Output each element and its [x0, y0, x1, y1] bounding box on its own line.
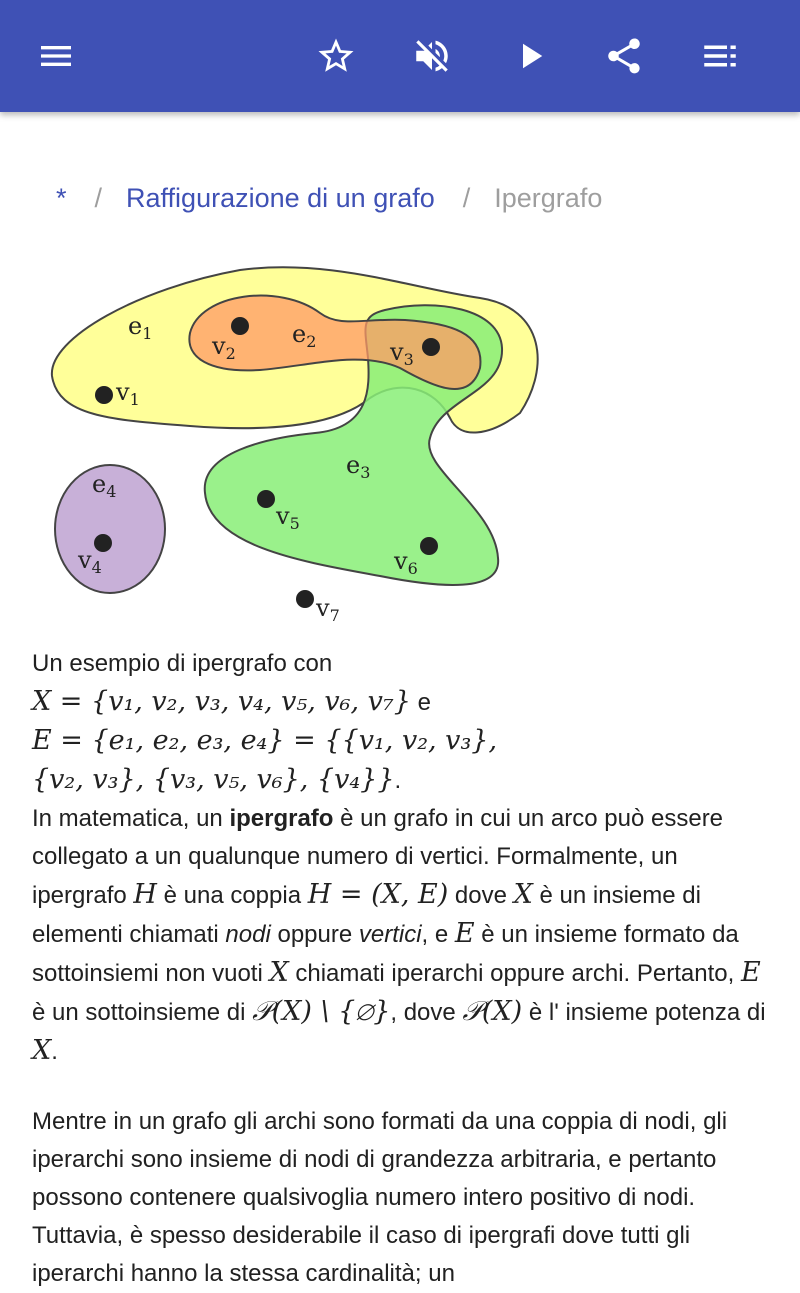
- edge-label-e2: e2: [292, 320, 316, 351]
- text-run: In matematica, un: [32, 805, 230, 832]
- caption-and: e: [417, 689, 431, 716]
- caption-x-set: X = {v₁, v₂, v₃, v₄, v₅, v₆, v₇}: [32, 686, 411, 717]
- text-run: , dove: [390, 999, 463, 1026]
- playlist-button[interactable]: [688, 24, 752, 88]
- share-button[interactable]: [592, 24, 656, 88]
- math-pair: H = (X, E): [307, 879, 449, 910]
- vertex-label-v3: v3: [389, 338, 414, 369]
- vertex-label-v1: v1: [115, 378, 140, 409]
- vertex-label-v7: v7: [315, 594, 340, 625]
- hyperedge-e4: [54, 464, 166, 594]
- mute-button[interactable]: [400, 24, 464, 88]
- share-icon: [608, 38, 640, 74]
- math-e: E: [454, 918, 475, 949]
- math-x: X: [32, 1035, 52, 1066]
- caption-intro: Un esempio di ipergrafo con: [32, 650, 333, 677]
- text-run: è un grafo in cui un arco può essere col…: [32, 805, 724, 909]
- figure-caption: Un esempio di ipergrafo con X = {v₁, v₂,…: [32, 645, 768, 800]
- term-ipergrafo: ipergrafo: [229, 805, 334, 832]
- favorite-button[interactable]: [304, 24, 368, 88]
- paragraph-iperarchi: Mentre in un grafo gli archi sono format…: [32, 1108, 728, 1287]
- breadcrumb-parent-link[interactable]: Raffigurazione di un grafo: [126, 183, 435, 213]
- text-run: è l' insieme potenza di: [522, 999, 766, 1026]
- play-button[interactable]: [498, 24, 562, 88]
- vertex-v2: [231, 317, 249, 335]
- math-power-set-minus-empty: 𝒫(X) \ {∅}: [252, 996, 391, 1027]
- math-e: E: [740, 957, 761, 988]
- edge-label-e4: e4: [92, 470, 116, 501]
- text-run: , e: [421, 921, 455, 948]
- vertex-v1: [95, 386, 113, 404]
- term-nodi: nodi: [225, 921, 271, 948]
- text-run: è un insieme di elementi chiamati: [32, 882, 701, 948]
- edge-label-e1: e1: [128, 312, 152, 343]
- playlist-icon: [704, 45, 736, 67]
- breadcrumb-current: Ipergrafo: [494, 183, 603, 213]
- hypergraph-figure: e1 e2 e3 e4 v1 v2 v3 v4 v5 v6 v7: [50, 266, 539, 625]
- vertex-label-v4: v4: [77, 546, 102, 577]
- menu-icon: [41, 46, 71, 66]
- math-x: X: [269, 957, 289, 988]
- hyperedge-e2: [188, 294, 482, 390]
- vertex-label-v2: v2: [211, 332, 236, 363]
- text-run: .: [51, 1038, 58, 1065]
- breadcrumb-separator: /: [462, 183, 471, 213]
- app-bar: [0, 0, 800, 112]
- text-run: oppure: [270, 921, 359, 948]
- vertex-v6: [420, 537, 438, 555]
- vertex-label-v6: v6: [393, 547, 418, 578]
- text-run: è un insieme formato da sottoinsiemi non…: [32, 921, 739, 987]
- caption-end: .: [394, 767, 402, 794]
- vertex-label-v5: v5: [275, 502, 300, 533]
- article-content: Un esempio di ipergrafo con X = {v₁, v₂,…: [32, 645, 768, 1293]
- vertex-v4: [94, 534, 112, 552]
- term-vertici: vertici: [358, 921, 422, 948]
- caption-e-set: E = {e₁, e₂, e₃, e₄} = {{v₁, v₂, v₃},: [32, 725, 498, 756]
- text-run: è un sottoinsieme di: [32, 999, 253, 1026]
- star-outline-icon: [318, 38, 354, 72]
- caption-e-set-cont: {v₂, v₃}, {v₃, v₅, v₆}, {v₄}}: [32, 764, 395, 795]
- text-run: è una coppia: [156, 882, 308, 909]
- breadcrumb: * / Raffigurazione di un grafo / Ipergra…: [56, 180, 602, 216]
- vertex-v5: [257, 490, 275, 508]
- text-run: dove: [448, 882, 514, 909]
- text-run: chiamati iperarchi oppure archi. Pertant…: [288, 960, 741, 987]
- volume-off-icon: [416, 40, 448, 72]
- breadcrumb-home-link[interactable]: *: [56, 183, 67, 213]
- play-icon: [523, 43, 543, 69]
- menu-button[interactable]: [24, 24, 88, 88]
- vertex-v3: [422, 338, 440, 356]
- math-x: X: [513, 879, 533, 910]
- vertex-v7: [296, 590, 314, 608]
- math-h: H: [133, 879, 157, 910]
- paragraph-definition: In matematica, un ipergrafo è un grafo i…: [32, 800, 768, 1071]
- breadcrumb-separator: /: [94, 183, 103, 213]
- math-power-set: 𝒫(X): [462, 996, 523, 1027]
- edge-label-e3: e3: [346, 451, 370, 482]
